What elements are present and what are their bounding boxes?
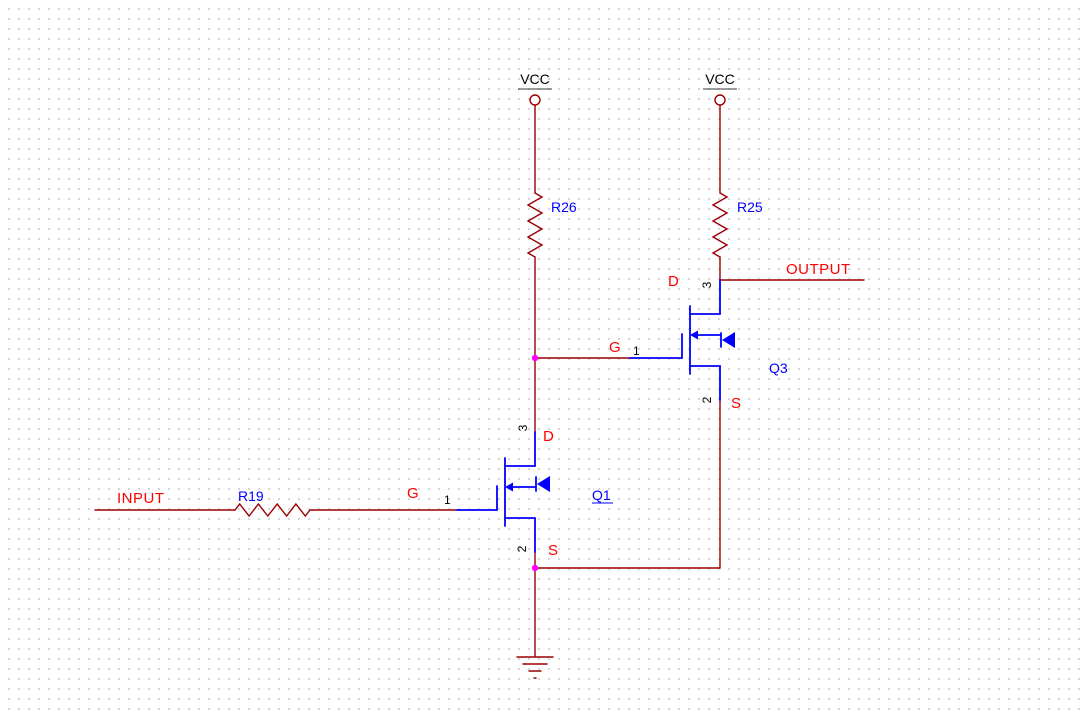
power-port-circle-icon xyxy=(529,94,541,106)
q3-pin-name-source: S xyxy=(731,395,741,412)
q1-body-diode-icon xyxy=(537,476,550,492)
resistor-r26[interactable]: R26 xyxy=(526,192,577,258)
transistor-q1[interactable]: D 3 G 1 S 2 Q1 xyxy=(407,424,613,559)
power-port-label: VCC xyxy=(705,71,735,87)
q1-pin-name-gate: G xyxy=(407,485,419,502)
q3-designator[interactable]: Q3 xyxy=(769,360,788,376)
junction-dot-source-node[interactable] xyxy=(531,564,539,572)
resistor-designator[interactable]: R26 xyxy=(551,199,577,215)
q3-pin-number-gate: 1 xyxy=(633,344,640,358)
q1-bulk-arrow-icon xyxy=(505,482,513,492)
wires xyxy=(94,104,865,657)
q3-pin-number-drain: 3 xyxy=(700,281,714,288)
ground-symbol[interactable] xyxy=(516,656,554,679)
resistor-designator[interactable]: R25 xyxy=(737,199,763,215)
q1-pin-number-gate: 1 xyxy=(444,493,451,507)
power-port-vcc-right[interactable]: VCC xyxy=(703,71,737,106)
net-label-input[interactable]: INPUT xyxy=(117,490,165,507)
q1-pin-name-source: S xyxy=(548,542,558,559)
transistor-q3[interactable]: D 3 G 1 S 2 Q3 xyxy=(609,273,788,412)
q1-pin-number-source: 2 xyxy=(515,545,529,552)
power-port-vcc-left[interactable]: VCC xyxy=(518,71,552,106)
q1-pin-name-drain: D xyxy=(543,428,554,445)
power-port-label: VCC xyxy=(520,71,550,87)
q3-bulk-arrow-icon xyxy=(690,330,698,340)
resistor-zigzag-icon xyxy=(711,192,729,258)
q3-pin-name-gate: G xyxy=(609,339,621,356)
power-port-circle-icon xyxy=(714,94,726,106)
junction-dot-gate-node[interactable] xyxy=(531,354,539,362)
net-label-output[interactable]: OUTPUT xyxy=(786,261,851,278)
resistor-designator[interactable]: R19 xyxy=(238,488,264,504)
q1-pin-number-drain: 3 xyxy=(516,424,530,431)
q1-designator[interactable]: Q1 xyxy=(592,487,611,503)
q3-pin-number-source: 2 xyxy=(700,396,714,403)
resistor-r25[interactable]: R25 xyxy=(711,192,763,258)
q3-body-diode-icon xyxy=(722,332,735,348)
resistor-r19[interactable]: R19 xyxy=(234,488,311,518)
resistor-zigzag-icon xyxy=(526,192,544,258)
q3-pin-name-drain: D xyxy=(668,273,679,290)
resistor-zigzag-icon xyxy=(234,502,311,518)
